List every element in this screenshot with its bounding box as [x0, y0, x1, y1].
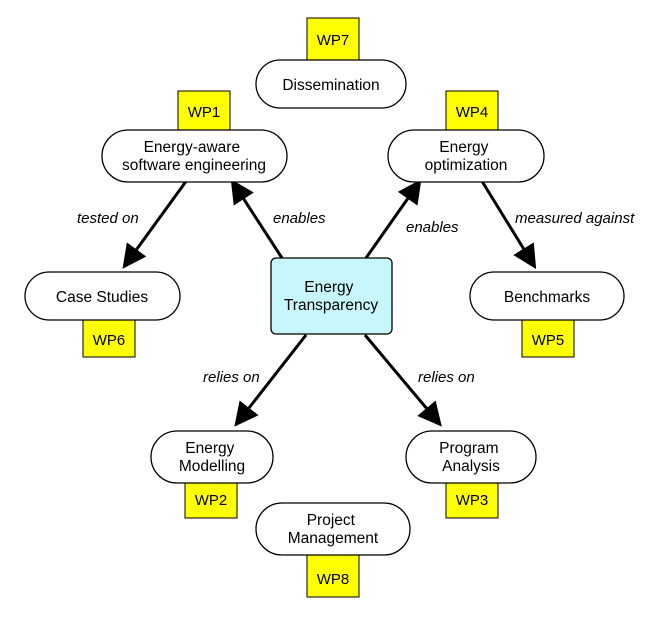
wp8-badge: [306, 552, 360, 598]
edge-label-relies-on-right: relies on: [418, 369, 475, 386]
node-case-studies: [24, 271, 181, 321]
wp-badges: WP7 WP1 WP4 WP6 WP5 WP2 WP3 WP8: [82, 17, 575, 598]
node-benchmarks-label: Benchmarks: [504, 289, 590, 306]
node-energy-optimization: [387, 129, 545, 183]
node-case-studies-label: Case Studies: [56, 289, 148, 306]
node-energy-modelling: [150, 430, 274, 484]
node-energy-optimization-label: Energy optimization: [425, 139, 508, 174]
node-energy-modelling-label: Energy Modelling: [179, 440, 245, 475]
node-energy-transparency-label: Energy Transparency: [284, 279, 378, 314]
center-node: Energy Transparency: [270, 257, 393, 335]
node-dissemination-label: Dissemination: [282, 77, 379, 94]
node-program-analysis: [405, 430, 537, 484]
wp4-label: WP4: [456, 104, 489, 121]
node-energy-transparency: [270, 257, 393, 335]
node-project-management: [255, 502, 411, 556]
edge-energy-optimization-to-benchmarks: [478, 177, 537, 270]
wp8-label: WP8: [317, 571, 350, 588]
edge-center-to-energy-modelling: [234, 334, 308, 427]
edge-labels: tested on enables enables measured again…: [77, 210, 635, 386]
edge-center-to-energy-aware: [230, 178, 284, 259]
edge-label-tested-on: tested on: [77, 210, 139, 227]
edges: [122, 177, 537, 427]
wp5-label: WP5: [532, 332, 565, 349]
node-energy-aware-software-engineering: [101, 129, 288, 183]
edge-label-enables-left: enables: [273, 210, 326, 227]
edge-label-relies-on-left: relies on: [203, 369, 260, 386]
wp2-label: WP2: [195, 492, 228, 509]
node-project-management-label: Project Management: [288, 512, 379, 547]
edge-center-to-energy-optimization: [364, 179, 422, 259]
node-energy-aware-label: Energy-aware software engineering: [122, 139, 266, 174]
node-program-analysis-label: Program Analysis: [439, 440, 503, 475]
edge-label-measured-against: measured against: [515, 210, 635, 227]
node-benchmarks: [469, 271, 625, 321]
wp1-label: WP1: [188, 104, 221, 121]
wp3-label: WP3: [456, 492, 489, 509]
nodes: Dissemination Energy-aware software engi…: [24, 59, 625, 556]
edge-center-to-program-analysis: [363, 334, 442, 427]
edge-label-enables-right: enables: [406, 219, 459, 236]
edge-energy-aware-to-case-studies: [122, 179, 189, 269]
wp4-badge: [445, 90, 499, 136]
node-dissemination: [255, 59, 407, 109]
wp7-label: WP7: [317, 32, 350, 49]
wp6-label: WP6: [93, 332, 126, 349]
